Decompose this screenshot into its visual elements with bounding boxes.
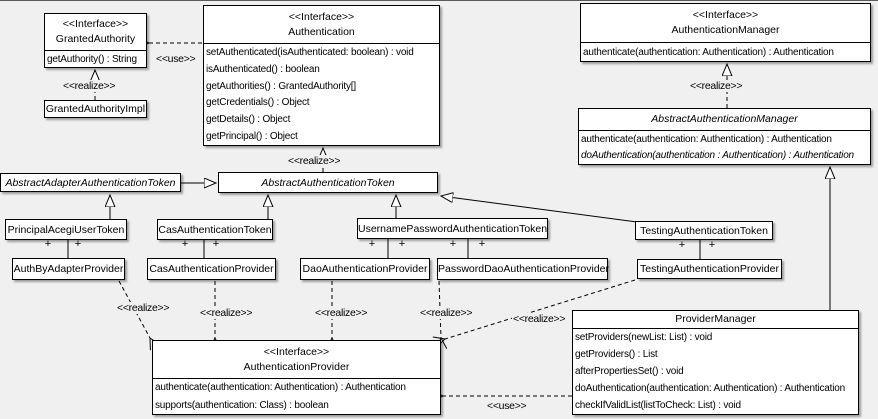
class-name: GrantedAuthority bbox=[55, 33, 136, 45]
window-top-edge bbox=[0, 0, 878, 1]
stereotype-label: <<Interface>> bbox=[288, 10, 355, 23]
multiplicity-plus: + bbox=[212, 238, 220, 250]
realize-label: <<realize>> bbox=[62, 80, 117, 92]
class-name: PasswordDaoAuthenticationProvider bbox=[438, 263, 610, 275]
method-row: getAuthorities() : GrantedAuthority[] bbox=[206, 80, 356, 92]
class-name: AuthenticationManager bbox=[671, 24, 780, 36]
multiplicity-plus: + bbox=[44, 238, 52, 250]
multiplicity-plus: + bbox=[398, 238, 406, 250]
method-compartment: authenticate(authentication: Authenticat… bbox=[581, 43, 870, 61]
class-name: AbstractAdapterAuthenticationToken bbox=[5, 176, 176, 189]
class-name: DaoAuthenticationProvider bbox=[302, 263, 428, 275]
class-abstract-adapter-authentication-token: AbstractAdapterAuthenticationToken bbox=[0, 173, 181, 192]
class-auth-by-adapter-provider: AuthByAdapterProvider bbox=[12, 258, 125, 280]
method-row: getProviders() : List bbox=[575, 349, 658, 360]
multiplicity-plus: + bbox=[368, 238, 376, 250]
method-row: getAuthority() : String bbox=[47, 53, 137, 65]
class-username-password-authentication-token: UsernamePasswordAuthenticationToken bbox=[357, 218, 548, 239]
class-name: AbstractAuthenticationToken bbox=[261, 176, 395, 189]
class-principal-acegi-user-token: PrincipalAcegiUserToken bbox=[5, 219, 127, 240]
association-edges bbox=[67, 239, 701, 259]
method-row: doAuthentication(authentication : Authen… bbox=[581, 150, 854, 162]
method-row: authenticate(authentication: Authenticat… bbox=[581, 133, 832, 145]
stereotype-label: <<Interface>> bbox=[692, 9, 759, 21]
realize-label: <<realize>> bbox=[287, 155, 342, 167]
method-row: getCredentials() : Object bbox=[206, 97, 310, 109]
class-testing-authentication-token: TestingAuthenticationToken bbox=[635, 221, 773, 240]
class-authentication: <<Interface>> Authentication setAuthenti… bbox=[203, 5, 440, 146]
class-header: AbstractAuthenticationManager bbox=[579, 109, 870, 131]
method-row: authenticate(authentication: Authenticat… bbox=[155, 382, 406, 394]
class-dao-authentication-provider: DaoAuthenticationProvider bbox=[300, 258, 430, 280]
multiplicity-plus: + bbox=[708, 239, 716, 251]
method-row: setProviders(newList: List) : void bbox=[575, 332, 713, 343]
class-name: PrincipalAcegiUserToken bbox=[7, 223, 125, 236]
method-compartment: getAuthority() : String bbox=[45, 51, 146, 67]
class-testing-authentication-provider: TestingAuthenticationProvider bbox=[637, 259, 782, 279]
class-name: AuthByAdapterProvider bbox=[13, 263, 124, 275]
class-name: TestingAuthenticationProvider bbox=[640, 263, 779, 275]
method-row: getPrincipal() : Object bbox=[206, 131, 298, 143]
class-abstract-authentication-token: AbstractAuthenticationToken bbox=[218, 172, 438, 193]
multiplicity-plus: + bbox=[678, 239, 686, 251]
realize-label: <<realize>> bbox=[689, 80, 744, 92]
method-row: afterPropertiesSet() : void bbox=[575, 366, 684, 377]
method-row: setAuthenticated(isAuthenticated: boolea… bbox=[206, 46, 414, 58]
method-compartment: authenticate(authentication: Authenticat… bbox=[579, 131, 870, 164]
class-name: UsernamePasswordAuthenticationToken bbox=[358, 222, 548, 235]
use-label: <<use>> bbox=[486, 400, 528, 412]
class-name: AuthenticationProvider bbox=[243, 360, 350, 373]
use-edges bbox=[149, 43, 572, 396]
class-header: ProviderManager bbox=[573, 311, 858, 329]
class-header: <<Interface>> Authentication bbox=[204, 6, 439, 44]
class-name: CasAuthenticationProvider bbox=[149, 263, 274, 275]
class-name: CasAuthenticationToken bbox=[158, 223, 272, 236]
stereotype-label: <<Interface>> bbox=[263, 345, 330, 358]
class-authentication-provider: <<Interface>> AuthenticationProvider aut… bbox=[152, 340, 441, 415]
class-name: ProviderManager bbox=[675, 313, 756, 325]
method-row: supports(authentication: Class) : boolea… bbox=[155, 399, 329, 411]
class-header: <<Interface>> AuthenticationProvider bbox=[153, 341, 440, 379]
class-cas-authentication-provider: CasAuthenticationProvider bbox=[147, 258, 276, 280]
realize-label: <<realize>> bbox=[116, 302, 171, 314]
class-password-dao-authentication-provider: PasswordDaoAuthenticationProvider bbox=[437, 258, 610, 280]
multiplicity-plus: + bbox=[478, 238, 486, 250]
class-header: <<Interface>> GrantedAuthority bbox=[45, 14, 146, 51]
method-compartment: authenticate(authentication: Authenticat… bbox=[153, 379, 440, 414]
class-granted-authority-impl: GrantedAuthorityImpl bbox=[44, 100, 147, 118]
method-row: isAuthenticated() : boolean bbox=[206, 63, 320, 75]
method-compartment: setProviders(newList: List) : void getPr… bbox=[573, 329, 858, 414]
realize-label: <<realize>> bbox=[314, 307, 369, 319]
method-row: getDetails() : Object bbox=[206, 114, 291, 126]
class-provider-manager: ProviderManager setProviders(newList: Li… bbox=[572, 310, 859, 415]
class-cas-authentication-token: CasAuthenticationToken bbox=[157, 219, 273, 240]
realize-label: <<realize>> bbox=[419, 307, 474, 319]
class-name: GrantedAuthorityImpl bbox=[45, 103, 146, 115]
use-label: <<use>> bbox=[155, 53, 197, 65]
method-row: doAuthentication(authentication: Authent… bbox=[575, 383, 845, 394]
stereotype-label: <<Interface>> bbox=[62, 18, 129, 30]
class-abstract-authentication-manager: AbstractAuthenticationManager authentica… bbox=[578, 108, 871, 165]
realize-label: <<realize>> bbox=[199, 307, 254, 319]
multiplicity-plus: + bbox=[181, 238, 189, 250]
class-name: Authentication bbox=[288, 25, 355, 38]
method-row: authenticate(authentication: Authenticat… bbox=[583, 46, 834, 58]
class-authentication-manager: <<Interface>> AuthenticationManager auth… bbox=[580, 3, 871, 62]
class-granted-authority: <<Interface>> GrantedAuthority getAuthor… bbox=[44, 13, 147, 68]
realize-label: <<realize>> bbox=[512, 313, 567, 325]
class-name: TestingAuthenticationToken bbox=[640, 224, 768, 237]
class-header: <<Interface>> AuthenticationManager bbox=[581, 4, 870, 43]
generalization-edges bbox=[110, 167, 830, 310]
method-row: checkIfValidList(listToCheck: List) : vo… bbox=[575, 400, 741, 411]
method-compartment: setAuthenticated(isAuthenticated: boolea… bbox=[204, 44, 439, 145]
multiplicity-plus: + bbox=[74, 238, 82, 250]
multiplicity-plus: + bbox=[449, 238, 457, 250]
class-name: AbstractAuthenticationManager bbox=[651, 113, 798, 125]
